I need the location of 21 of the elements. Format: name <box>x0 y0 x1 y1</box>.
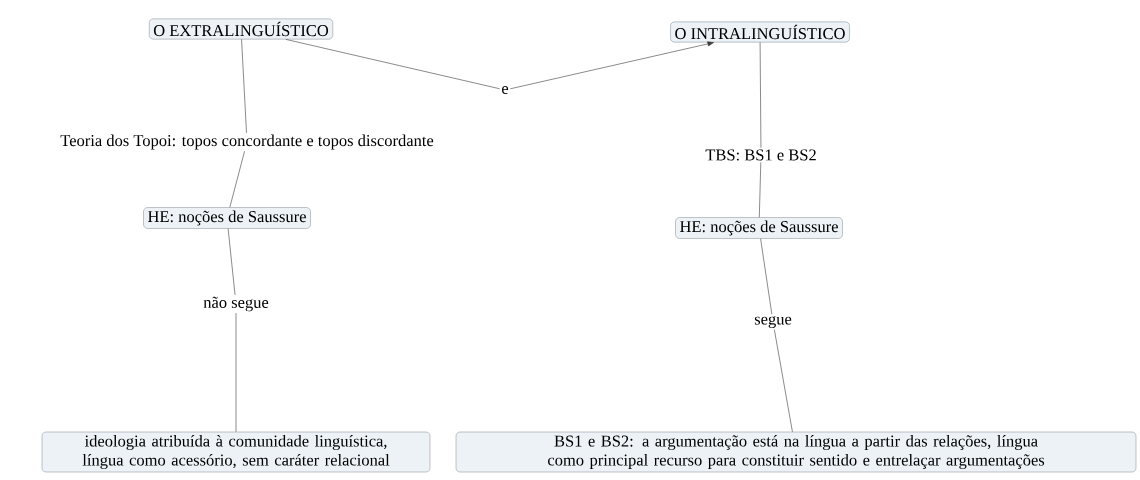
connector <box>774 329 793 433</box>
linking-phrase: não segue <box>203 296 269 312</box>
connector <box>510 41 714 90</box>
linking-phrase: Teoria dos Topoi: topos concordante e topos discordante <box>60 134 434 150</box>
concept-box: ideologia atribuída à comunidade linguística, língua como acessório, sem caráter relacional <box>41 431 431 473</box>
linking-phrase: e <box>502 86 509 94</box>
linking-phrase: TBS: BS1 e BS2 <box>705 149 816 161</box>
connector <box>759 42 762 148</box>
concept-box: HE: noções de Saussure <box>143 207 311 229</box>
concept-box: O EXTRALINGUÍSTICO <box>149 18 333 40</box>
concept-box: HE: noções de Saussure <box>675 217 843 239</box>
connector <box>760 238 773 315</box>
connector <box>759 162 762 218</box>
connector <box>227 228 236 296</box>
connector <box>229 150 245 208</box>
connector <box>235 312 237 433</box>
linking-phrase: segue <box>754 316 792 328</box>
connector <box>285 39 500 90</box>
connector <box>241 39 247 134</box>
concept-box: BS1 e BS2: a argumentação está na língua a partir das relações, língua como principal recurso para constituir sentido e entrelaçar argumentações <box>455 431 1137 473</box>
concept-box: O INTRALINGUÍSTICO <box>670 21 850 43</box>
